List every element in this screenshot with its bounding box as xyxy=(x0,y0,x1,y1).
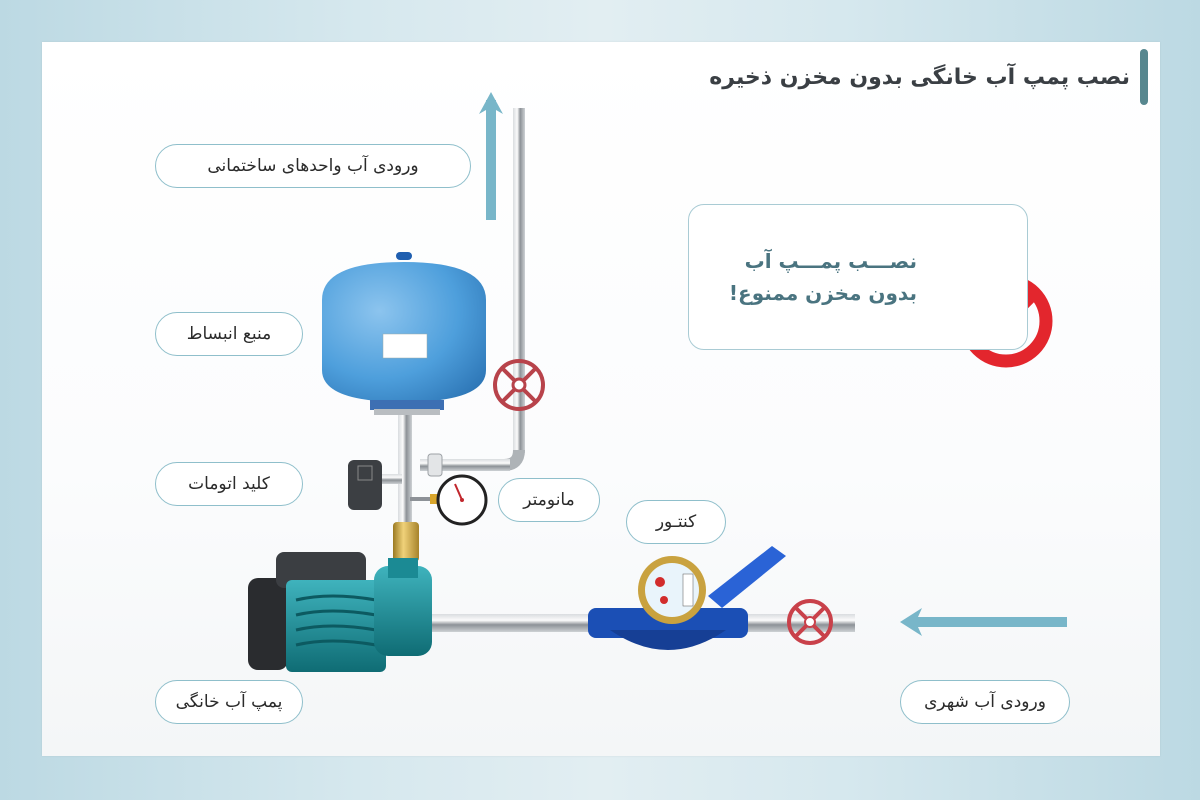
label-city-inlet: ورودی آب شهری xyxy=(900,680,1070,724)
label-meter: کنتـور xyxy=(626,500,726,544)
warning-box: نصـــب پمـــپ آب بدون مخزن ممنوع! xyxy=(688,204,1028,350)
pressure-switch xyxy=(348,460,382,510)
label-manometer: مانومتر xyxy=(498,478,600,522)
inlet-valve xyxy=(787,599,833,645)
riser-pipe xyxy=(513,108,525,453)
warning-line-2: بدون مخزن ممنوع! xyxy=(728,281,917,305)
page-title: نصب پمپ آب خانگی بدون مخزن ذخیره xyxy=(709,49,1148,105)
expansion-tank xyxy=(322,252,486,415)
water-pump xyxy=(248,552,432,672)
label-pump: پمپ آب خانگی xyxy=(155,680,303,724)
flow-up-arrow xyxy=(479,92,503,220)
warning-text: نصـــب پمـــپ آب بدون مخزن ممنوع! xyxy=(729,245,917,309)
main-pipe xyxy=(432,614,592,632)
flow-left-arrow xyxy=(900,608,1067,636)
label-building-inlet: ورودی آب واحدهای ساختمانی xyxy=(155,144,471,188)
water-meter xyxy=(588,546,786,650)
warning-line-1: نصـــب پمـــپ آب xyxy=(744,249,917,273)
riser-valve xyxy=(493,359,545,411)
brass-fitting xyxy=(393,522,419,562)
title-text: نصب پمپ آب خانگی بدون مخزن ذخیره xyxy=(709,64,1130,90)
label-expansion-tank: منبع انبساط xyxy=(155,312,303,356)
title-accent-bar xyxy=(1140,49,1148,105)
manometer-gauge xyxy=(430,474,488,526)
label-pressure-switch: کلید اتومات xyxy=(155,462,303,506)
